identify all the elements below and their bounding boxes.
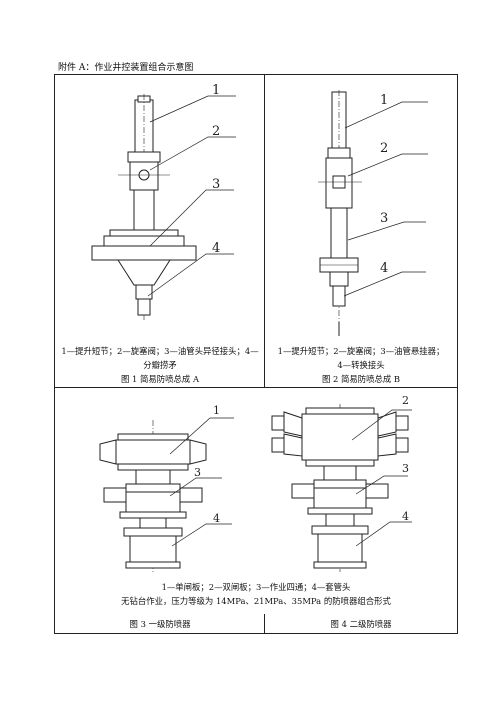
fig2-caption-line2: 4—转换接头 [337, 360, 385, 370]
fig1-caption-line2: 分瓣捞矛 [143, 360, 177, 370]
row-divider [54, 387, 458, 388]
fig4-callout-4: 4 [402, 510, 409, 523]
fig4-callout-3: 3 [402, 462, 409, 475]
fig3-callout-4: 4 [213, 512, 220, 525]
fig2-title: 图 2 简易防喷总成 B [321, 374, 401, 384]
fig1-title: 图 1 简易防喷总成 A [121, 374, 199, 384]
fig1-callout-2: 2 [212, 124, 220, 139]
fig2-caption-line1: 1—提升短节；2—旋塞阀；3—油管悬挂器； [277, 346, 445, 356]
fig1-caption-line1: 1—提升短节；2—旋塞阀；3—油管头异径接头；4— [61, 346, 259, 356]
fig4-callout-2: 2 [402, 394, 409, 407]
fig2-callout-4: 4 [380, 261, 388, 276]
fig3-callout-3: 3 [194, 466, 201, 479]
fig1-callout-4: 4 [212, 241, 220, 256]
figure-table [54, 74, 458, 634]
fig1-callout-3: 3 [212, 177, 220, 192]
fig2-callout-2: 2 [380, 141, 388, 156]
fig3-callout-1: 1 [213, 404, 220, 417]
fig3-title: 图 3 一级防喷器 [129, 619, 191, 629]
bottom-caption-line2: 无钻台作业，压力等级为 14MPa、21MPa、35MPa 的防喷器组合形式 [121, 596, 391, 606]
bottom-caption-line1: 1—单闸板；2—双闸板；3—作业四通；4—套管头 [161, 582, 351, 592]
fig1-callout-1: 1 [212, 83, 220, 98]
bottom-row-divider [264, 614, 265, 634]
top-row-divider [264, 74, 265, 387]
fig2-callout-1: 1 [380, 93, 388, 108]
attachment-heading: 附件 A：作业井控装置组合示意图 [58, 63, 194, 73]
fig2-callout-3: 3 [380, 211, 388, 226]
fig4-title: 图 4 二级防喷器 [330, 619, 392, 629]
